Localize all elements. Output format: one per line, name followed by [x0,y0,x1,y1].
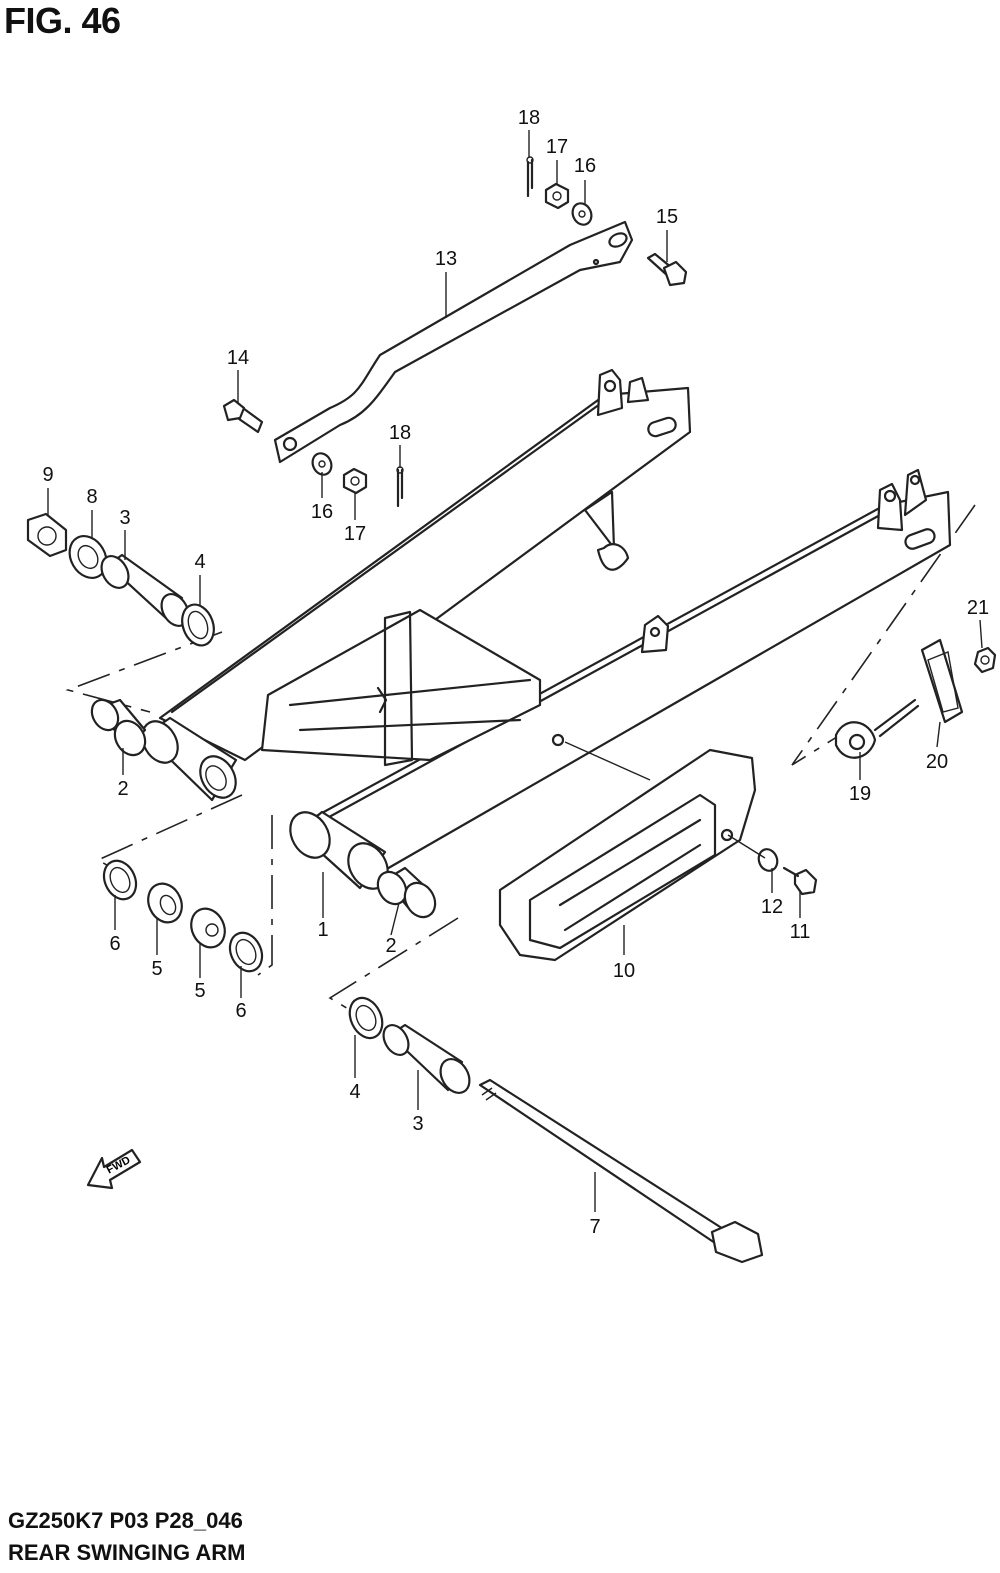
callout-3b: 3 [412,1113,423,1135]
callout-14: 14 [227,347,249,369]
callout-6a: 6 [109,933,120,955]
chain-case-part [498,748,757,962]
callout-8: 8 [86,486,97,508]
diagram-caption: REAR SWINGING ARM [8,1540,246,1565]
callout-17b: 17 [344,523,366,545]
callout-7: 7 [589,1216,600,1238]
callout-18a: 18 [518,107,540,129]
callout-2b: 2 [385,935,396,957]
callout-16a: 16 [574,155,596,177]
callout-15: 15 [656,206,678,228]
callout-21: 21 [967,597,989,619]
callout-20: 20 [926,751,948,773]
callout-2a: 2 [117,778,128,800]
callout-4b: 4 [349,1081,360,1103]
hardware-parts [26,156,818,1264]
callout-6b: 6 [235,1000,246,1022]
callout-5a: 5 [151,958,162,980]
callout-18b: 18 [389,422,411,444]
leader-lines [47,130,983,1212]
model-code: GZ250K7 P03 P28_046 [8,1508,243,1533]
callout-13: 13 [435,248,457,270]
fwd-arrow-icon: FWD [86,1148,142,1190]
chain-adjuster-parts [834,638,997,759]
callout-1: 1 [317,919,328,941]
callout-9: 9 [42,464,53,486]
callout-19: 19 [849,783,871,805]
callout-3a: 3 [119,507,130,529]
torque-link-part [273,220,634,464]
callout-labels: 1 2 2 3 3 4 4 5 5 6 6 7 8 9 10 11 12 13 … [42,107,989,1238]
callout-5b: 5 [194,980,205,1002]
callout-12: 12 [761,896,783,918]
swinging-arm-part [141,368,952,890]
figure-title: FIG. 46 [4,0,121,41]
callout-10: 10 [613,960,635,982]
callout-16b: 16 [311,501,333,523]
callout-11: 11 [790,921,811,943]
callout-4a: 4 [194,551,205,573]
callout-17a: 17 [546,136,568,158]
